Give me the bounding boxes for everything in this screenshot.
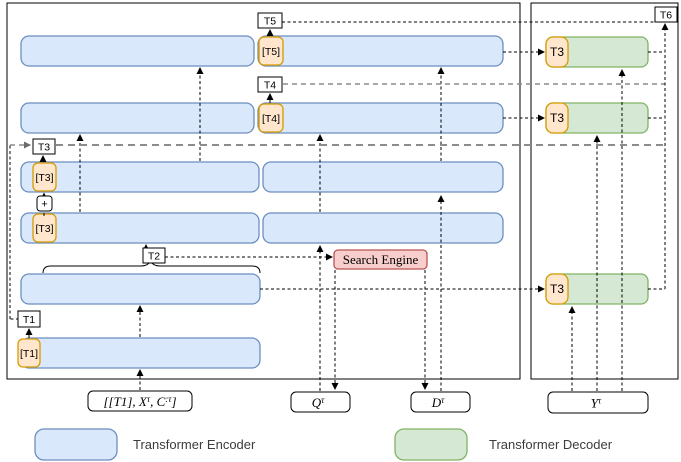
input-context-box [87, 390, 193, 412]
token-box-t6 [654, 6, 678, 23]
encoder-row-d-right [262, 212, 504, 244]
tag-t1 [17, 338, 41, 368]
encoder-row-a-left [20, 35, 255, 67]
token-box-t3 [32, 138, 56, 155]
encoder-row-d-left [20, 212, 260, 244]
tag-t3-dec-bottom-label: T3 [550, 282, 564, 296]
plus-box [36, 195, 53, 212]
token-t2-label: T2 [148, 251, 160, 263]
connections [9, 21, 669, 391]
input-context-label: [[T1], Xτ, C:τ] [103, 394, 176, 409]
search-engine-label: Search Engine [343, 252, 419, 267]
legend-encoder-label: Transformer Encoder [133, 437, 256, 452]
encoder-row-a-right [257, 35, 504, 67]
tag-t5-label: [T5] [262, 46, 280, 58]
encoder-row-b-left [20, 102, 255, 134]
encoder-row-c-right [262, 161, 504, 193]
tag-t3-row-c-label: [T3] [35, 172, 53, 184]
token-t4-label: T4 [264, 80, 276, 92]
legend-decoder-swatch [394, 428, 468, 461]
tag-t3-row-d-label: [T3] [35, 223, 53, 235]
encoder-row-e [20, 273, 261, 305]
tag-t5 [258, 36, 284, 66]
output-label: Yτ [591, 396, 602, 411]
tag-t4-label: [T4] [262, 113, 280, 125]
tag-t3-dec-top-label: T3 [550, 45, 564, 59]
encoder-row-c-left [20, 161, 260, 193]
docs-box [410, 391, 471, 413]
query-box [290, 391, 351, 413]
query-label: Qτ [312, 395, 325, 410]
token-box-t5 [257, 12, 283, 29]
tag-t3-dec-middle-label: T3 [550, 111, 564, 125]
legend-encoder-swatch [34, 428, 118, 461]
token-t5-label: T5 [264, 16, 276, 28]
tag-t1-label: [T1] [20, 348, 38, 360]
token-t3-label: T3 [38, 142, 50, 154]
token-t6-label: T6 [660, 10, 672, 22]
token-box-t1 [17, 310, 41, 328]
token-box-t4 [257, 76, 283, 93]
token-box-t2 [142, 247, 166, 264]
encoder-row-f [20, 337, 261, 369]
legend-decoder-label: Transformer Decoder [489, 437, 613, 452]
tag-t4 [258, 103, 284, 133]
plus-label: + [41, 199, 47, 211]
token-t1-label: T1 [23, 314, 35, 326]
docs-label: Dτ [431, 395, 445, 410]
encoder-row-b-right [257, 102, 504, 134]
output-box [547, 391, 649, 414]
tag-t3-dec-top [545, 36, 569, 68]
search-engine-box [333, 249, 428, 270]
tag-t3-row-c [32, 162, 57, 192]
tag-t3-dec-middle [545, 102, 569, 134]
tag-t3-dec-bottom [545, 273, 569, 305]
